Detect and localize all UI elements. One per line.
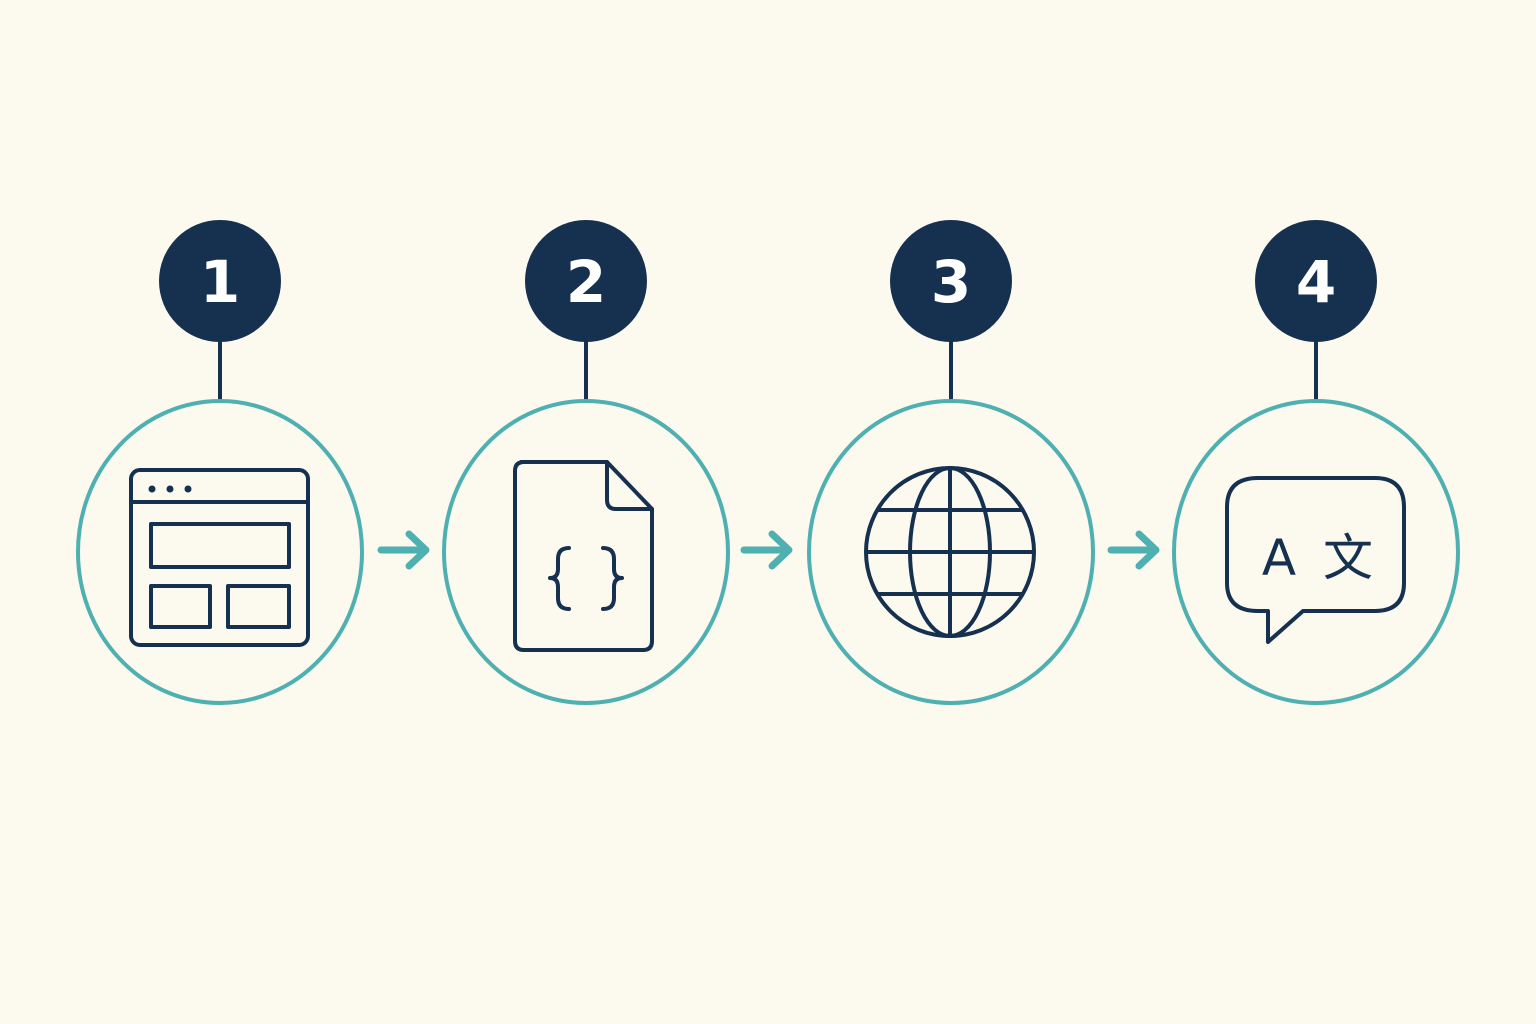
step-3-number: 3 (931, 248, 971, 316)
step-2-ring (442, 399, 730, 705)
step-3: 3 (807, 220, 1095, 705)
globe-icon (864, 466, 1036, 638)
arrow-right-icon (1107, 530, 1160, 570)
arrow-right-icon (740, 530, 793, 570)
arrow-right-icon (377, 530, 430, 570)
browser-window-icon (129, 468, 310, 647)
step-1-badge (159, 220, 281, 342)
step-2-badge (525, 220, 647, 342)
step-4-ring (1172, 399, 1460, 705)
translate-icon: A 文 (1225, 476, 1406, 644)
speech-bubble-shape (1225, 476, 1406, 644)
step-2-number: 2 (566, 248, 606, 316)
step-1-number: 1 (200, 248, 240, 316)
step-1: 1 (76, 220, 364, 705)
step-4-badge (1255, 220, 1377, 342)
step-3-badge (890, 220, 1012, 342)
step-1-ring (76, 399, 364, 705)
translate-glyph-cjk: 文 (1323, 529, 1373, 587)
step-2: 2 (442, 220, 730, 705)
code-file-icon (513, 460, 654, 652)
translate-glyph-latin: A (1262, 529, 1296, 587)
step-3-ring (807, 399, 1095, 705)
step-4-number: 4 (1296, 248, 1336, 316)
step-4: 4 A 文 (1172, 220, 1460, 705)
